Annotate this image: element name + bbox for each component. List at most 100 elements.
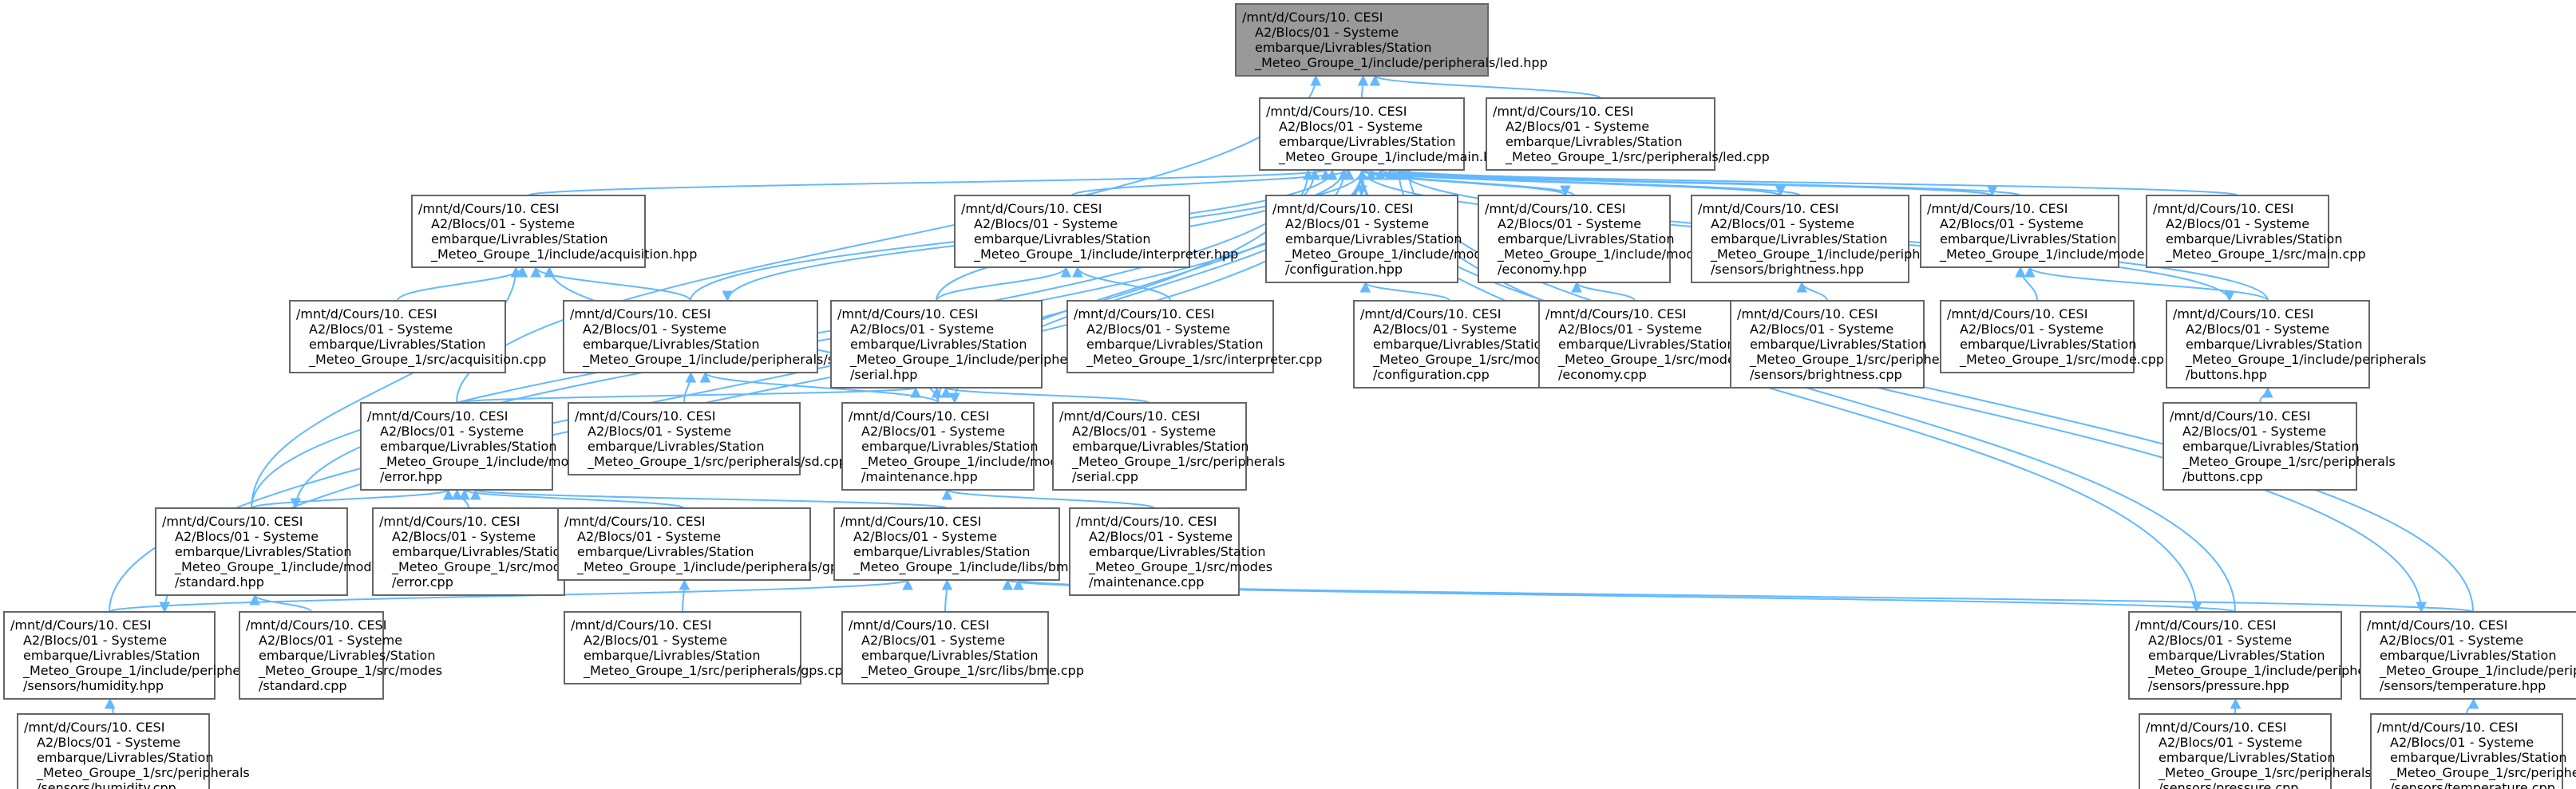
node-box[interactable] — [1538, 300, 1731, 389]
node-label-line: embarque/Livrables/Station — [2159, 750, 2335, 765]
node-label-line: /economy.cpp — [1558, 367, 1647, 382]
node-box[interactable] — [1486, 97, 1715, 171]
arrowhead-sd_hpp-to-main_hpp — [1326, 168, 1338, 180]
node-box[interactable] — [841, 402, 1035, 491]
node-label-line: /error.hpp — [380, 469, 442, 484]
node-box[interactable] — [1066, 300, 1274, 373]
node-box[interactable] — [557, 507, 811, 581]
node-box[interactable] — [3, 611, 216, 700]
node-label-line: _Meteo_Groupe_1/include/libs/bme.hpp — [853, 559, 1105, 575]
node-label-line: _Meteo_Groupe_1/include/main.hpp — [1278, 149, 1508, 165]
node-box[interactable] — [360, 402, 553, 491]
node-box[interactable] — [239, 611, 384, 700]
node-box[interactable] — [841, 611, 1049, 684]
node-box[interactable] — [2139, 713, 2332, 789]
node-box[interactable] — [17, 713, 210, 789]
node-box[interactable] — [1940, 300, 2135, 373]
node-box[interactable] — [1259, 97, 1465, 171]
node-box[interactable] — [1691, 195, 1909, 283]
node-label-line: embarque/Livrables/Station — [2390, 750, 2566, 765]
node-box[interactable] — [155, 507, 348, 596]
node-label-line: /mnt/d/Cours/10. CESI — [1059, 408, 1200, 424]
node-label-line: /mnt/d/Cours/10. CESI — [1266, 104, 1407, 119]
node-box[interactable] — [1353, 300, 1546, 389]
node-box[interactable] — [1478, 195, 1671, 283]
node-label-line: A2/Blocs/01 - Systeme — [309, 322, 453, 337]
node-box[interactable] — [833, 507, 1060, 581]
arrowhead-led_cpp-to-led_hpp — [1369, 74, 1381, 86]
node-box[interactable] — [2166, 300, 2370, 389]
node-box[interactable] — [1069, 507, 1240, 596]
node-box[interactable] — [1730, 300, 1925, 389]
node-box[interactable] — [2162, 402, 2357, 491]
edge-maintenance_hpp-to-sd_hpp — [704, 372, 939, 404]
arrowhead-gps_cpp-to-gps_hpp — [679, 578, 690, 590]
node-label-line: _Meteo_Groupe_1/include/modes — [174, 559, 386, 575]
node-box[interactable] — [568, 402, 801, 475]
node-box[interactable] — [563, 300, 818, 373]
node-box[interactable] — [289, 300, 506, 373]
node-label-line: /mnt/d/Cours/10. CESI — [961, 201, 1102, 216]
node-label-line: _Meteo_Groupe_1/include/modes — [1497, 247, 1709, 262]
node-box[interactable] — [830, 300, 1043, 389]
node-box[interactable] — [1920, 195, 2119, 268]
node-box[interactable] — [954, 195, 1190, 268]
node-box[interactable] — [564, 611, 801, 684]
node-label-line: _Meteo_Groupe_1/include/mode.hpp — [1939, 247, 2173, 262]
edge-standard_cpp-to-standard_hpp — [254, 594, 312, 613]
node-box[interactable] — [411, 195, 646, 268]
edges-layer — [104, 74, 2479, 715]
node-box[interactable] — [372, 507, 565, 596]
node-box[interactable] — [2146, 195, 2329, 268]
node-box[interactable] — [1235, 3, 1489, 77]
arrowhead-main_hpp-to-mode_hpp — [1986, 185, 1998, 197]
node-box[interactable] — [1265, 195, 1458, 283]
node-label-line: A2/Blocs/01 - Systeme — [583, 322, 726, 337]
node-label-line: _Meteo_Groupe_1/src/modes — [1372, 352, 1557, 368]
node-box[interactable] — [2360, 611, 2576, 700]
node-box[interactable] — [2128, 611, 2342, 700]
node-box[interactable] — [2370, 713, 2563, 789]
node-label-line: /sensors/humidity.hpp — [23, 678, 164, 693]
node-label-line: _Meteo_Groupe_1/include/modes — [379, 454, 592, 470]
node-box[interactable] — [1052, 402, 1247, 491]
